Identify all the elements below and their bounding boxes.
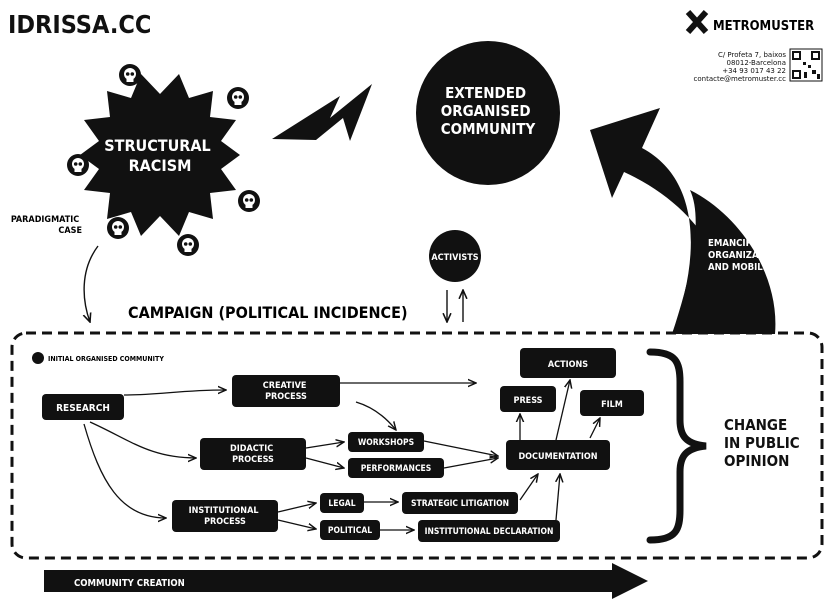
structural-racism-label: STRUCTURAL RACISM [104, 136, 215, 175]
structural-racism-starburst [80, 74, 240, 236]
skull-icon [177, 234, 199, 256]
connector [123, 390, 226, 396]
skull-icon [67, 154, 89, 176]
connector [443, 458, 498, 469]
svg-text:WORKSHOPS: WORKSHOPS [358, 438, 414, 448]
activists-circle [429, 230, 481, 282]
connector [305, 442, 344, 449]
didactic-process-node: DIDACTIC PROCESS [200, 438, 306, 470]
svg-text:PERFORMANCES: PERFORMANCES [361, 464, 432, 474]
svg-text:DOCUMENTATION: DOCUMENTATION [518, 452, 597, 462]
extended-community-circle [416, 41, 560, 185]
svg-text:FILM: FILM [601, 400, 623, 410]
documentation-node: DOCUMENTATION [506, 440, 610, 470]
metromuster-logo: METROMUSTER [685, 9, 814, 35]
svg-text:ACTIONS: ACTIONS [548, 360, 588, 370]
skull-icon [227, 87, 249, 109]
community-creation-arrow: COMMUNITY CREATION [44, 563, 648, 599]
emancipation-label: EMANCIPATION, ORGANIZATION AND MOBILIZAT… [708, 238, 801, 273]
svg-text:DIDACTIC PROCESS: DIDACTIC PROCESS [230, 444, 276, 465]
connector [305, 457, 344, 468]
address-line: 08012-Barcelona [727, 59, 786, 67]
connector [355, 401, 396, 430]
svg-text:INSTITUTIONAL PROCESS: INSTITUTIONAL PROCESS [189, 506, 262, 527]
change-label: CHANGE IN PUBLIC OPINION [724, 416, 804, 470]
svg-text:RESEARCH: RESEARCH [56, 403, 110, 414]
svg-text:CREATIVE PROCESS: CREATIVE PROCESS [263, 381, 309, 402]
institutional-process-node: INSTITUTIONAL PROCESS [172, 500, 278, 532]
skull-icon [107, 217, 129, 239]
creative-process-node: CREATIVE PROCESS [232, 375, 340, 407]
performances-node: PERFORMANCES [348, 458, 444, 478]
political-node: POLITICAL [320, 520, 380, 540]
initial-community-dot [32, 352, 44, 364]
press-node: PRESS [500, 386, 556, 412]
connector [83, 423, 166, 518]
legal-node: LEGAL [320, 493, 364, 513]
case-to-campaign-arrow [84, 245, 99, 322]
activists-label: ACTIVISTS [431, 253, 478, 263]
connector [423, 440, 498, 456]
workshops-node: WORKSHOPS [348, 432, 424, 452]
svg-text:PRESS: PRESS [514, 396, 543, 406]
page-title: IDRISSA.CC [8, 10, 151, 39]
campaign-title: CAMPAIGN (POLITICAL INCIDENCE) [128, 303, 408, 322]
paradigmatic-case-label: PARADIGMATIC CASE [11, 215, 82, 236]
svg-text:INSTITUTIONAL DECLARATION: INSTITUTIONAL DECLARATION [425, 527, 554, 537]
svg-text:POLITICAL: POLITICAL [328, 526, 372, 536]
initial-community-label: INITIAL ORGANISED COMMUNITY [48, 355, 164, 363]
connector [589, 418, 600, 439]
actions-node: ACTIONS [520, 348, 616, 378]
connector [89, 421, 196, 458]
film-node: FILM [580, 390, 644, 416]
svg-text:COMMUNITY CREATION: COMMUNITY CREATION [74, 578, 185, 589]
connector [556, 474, 560, 521]
skull-icon [119, 64, 141, 86]
svg-text:LEGAL: LEGAL [328, 499, 355, 509]
org-name: METROMUSTER [713, 19, 814, 34]
research-node: RESEARCH [42, 394, 124, 420]
qr-code-icon [789, 48, 823, 82]
address-line: contacte@metromuster.cc [694, 75, 787, 83]
institutional-declaration-node: INSTITUTIONAL DECLARATION [418, 520, 560, 542]
curly-brace [646, 348, 707, 544]
connector [555, 380, 570, 441]
contact-info: C/ Profeta 7, baixos 08012-Barcelona +34… [694, 51, 787, 83]
skull-icon [238, 190, 260, 212]
address-line: +34 93 017 43 22 [722, 67, 786, 75]
address-line: C/ Profeta 7, baixos [718, 51, 786, 59]
campaign-box [10, 331, 824, 560]
connector [277, 519, 316, 529]
connector [519, 474, 538, 501]
extended-community-label: EXTENDED ORGANISED COMMUNITY [441, 84, 536, 138]
strategic-litigation-node: STRATEGIC LITIGATION [402, 492, 518, 514]
lightning-bolt-icon [272, 84, 372, 141]
connector [277, 503, 316, 513]
svg-text:STRATEGIC LITIGATION: STRATEGIC LITIGATION [411, 499, 509, 509]
